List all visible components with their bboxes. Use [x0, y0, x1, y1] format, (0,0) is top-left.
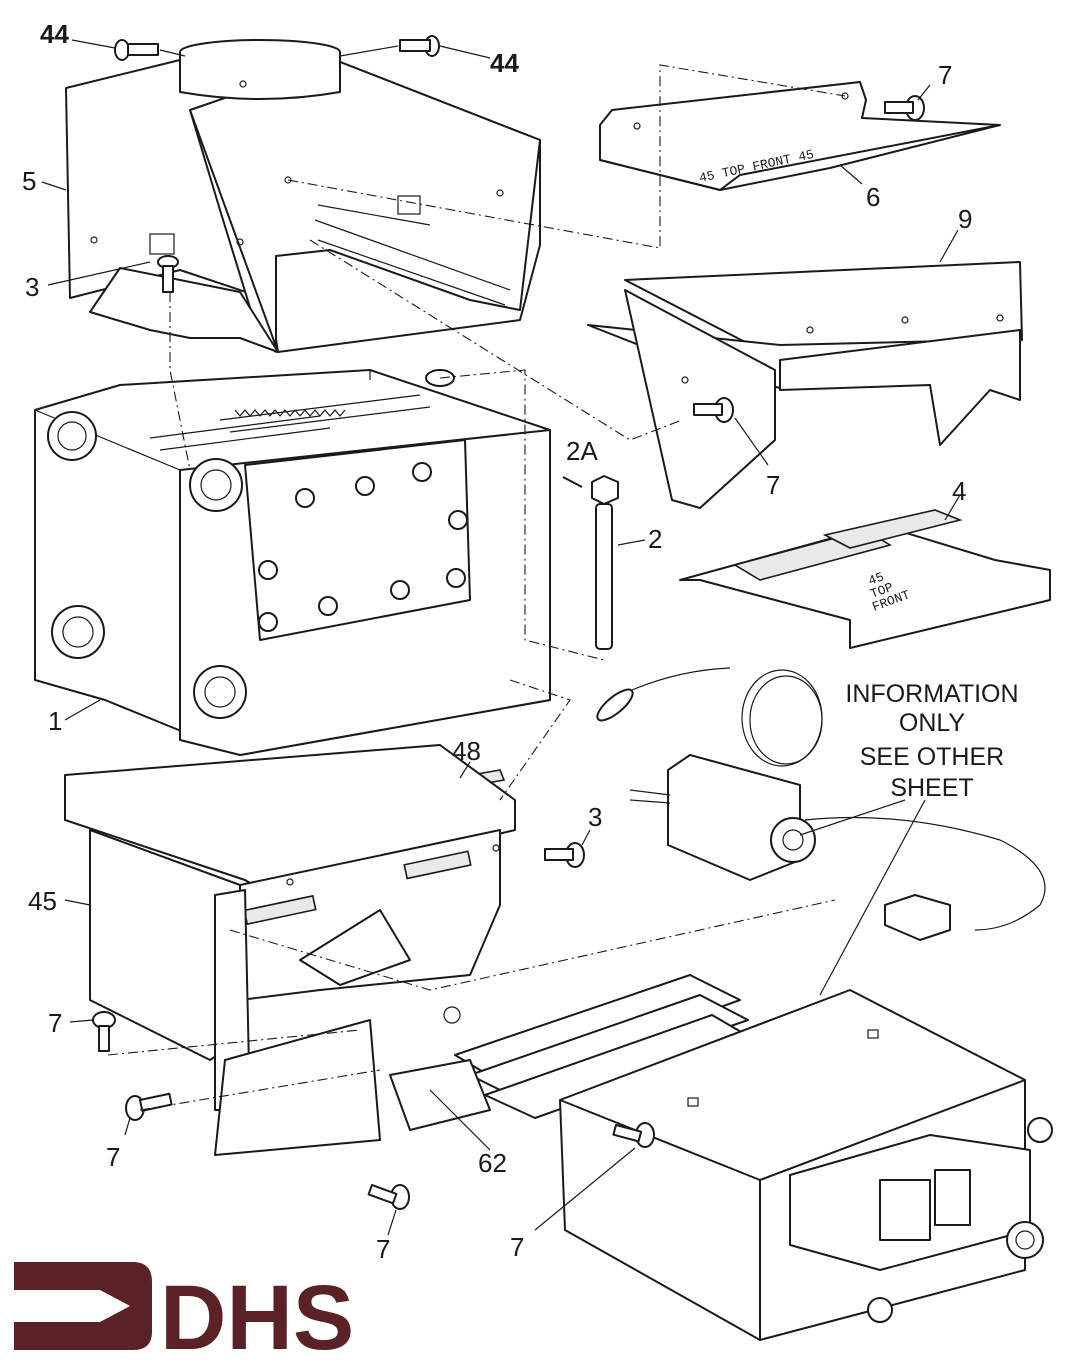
- gas-valve: [789, 1117, 1053, 1323]
- heat-exchanger-fins: [149, 394, 431, 451]
- leader-lines: [41, 39, 961, 1236]
- screw-44-left: [114, 39, 186, 61]
- screw-3-top: [157, 255, 179, 293]
- part-62-burner: [389, 974, 756, 1131]
- label-45: 45: [28, 886, 57, 916]
- part-2A-clip: [562, 476, 583, 488]
- screw-44-right: [339, 35, 440, 57]
- label-1: 1: [48, 706, 62, 736]
- label-7-lower-left: 7: [106, 1142, 120, 1172]
- screw-7-mid: [693, 397, 734, 423]
- note-line-1: INFORMATION: [845, 680, 1018, 708]
- thermostat-capillary: [596, 667, 1046, 941]
- label-44-right: 44: [490, 48, 519, 78]
- cover-bolts: [258, 462, 468, 632]
- screw-7-top: [884, 95, 925, 121]
- label-7-bottom-right: 7: [510, 1232, 524, 1262]
- logo-text: DHS: [160, 1267, 354, 1363]
- label-2: 2: [648, 524, 662, 554]
- label-44-left: 44: [40, 19, 69, 49]
- label-3-bottom: 3: [588, 802, 602, 832]
- information-only-note: INFORMATION ONLY SEE OTHER SHEET: [845, 680, 1018, 802]
- assembly-guide-lines: [107, 64, 846, 1111]
- note-line-3: SEE OTHER: [860, 743, 1004, 771]
- label-62: 62: [478, 1148, 507, 1178]
- label-2A: 2A: [566, 436, 598, 466]
- label-5: 5: [22, 166, 36, 196]
- label-7-left: 7: [48, 1008, 62, 1038]
- dhs-logo: DHS: [14, 1262, 354, 1363]
- label-7-top: 7: [938, 60, 952, 90]
- screw-7-left: [92, 1011, 116, 1052]
- note-line-4: SHEET: [890, 774, 973, 802]
- screw-7-bottom: [367, 1184, 410, 1210]
- screw-7-lower-left: [125, 1092, 173, 1121]
- label-7-bottom: 7: [376, 1234, 390, 1264]
- part-4-plate: 45 TOP FRONT: [679, 509, 1051, 649]
- label-6: 6: [866, 182, 880, 212]
- screw-7-bottom-right: [612, 1122, 655, 1148]
- screw-3-bottom: [544, 842, 585, 868]
- part-4-stamp-line1: 45: [866, 569, 886, 588]
- part-5-flue-hood: [65, 39, 541, 353]
- note-line-2: ONLY: [899, 709, 966, 737]
- logo-arrow-icon: [14, 1262, 152, 1350]
- label-9: 9: [958, 204, 972, 234]
- part-2-sensor-pocket: [591, 475, 619, 650]
- gas-valve-assembly: [559, 989, 1053, 1341]
- label-4: 4: [952, 476, 966, 506]
- label-48: 48: [452, 736, 481, 766]
- part-9-cover: [587, 261, 1023, 509]
- thermostat-body: [629, 754, 816, 881]
- label-3-top: 3: [25, 272, 39, 302]
- part-1-heat-exchanger: [34, 369, 551, 756]
- label-7-mid: 7: [766, 470, 780, 500]
- part-number-labels: 44 44 5 3 7 6 9 7 2A 2 4 1 48 3 45 7 7 6…: [22, 19, 972, 1264]
- part-45-case: [64, 744, 516, 1156]
